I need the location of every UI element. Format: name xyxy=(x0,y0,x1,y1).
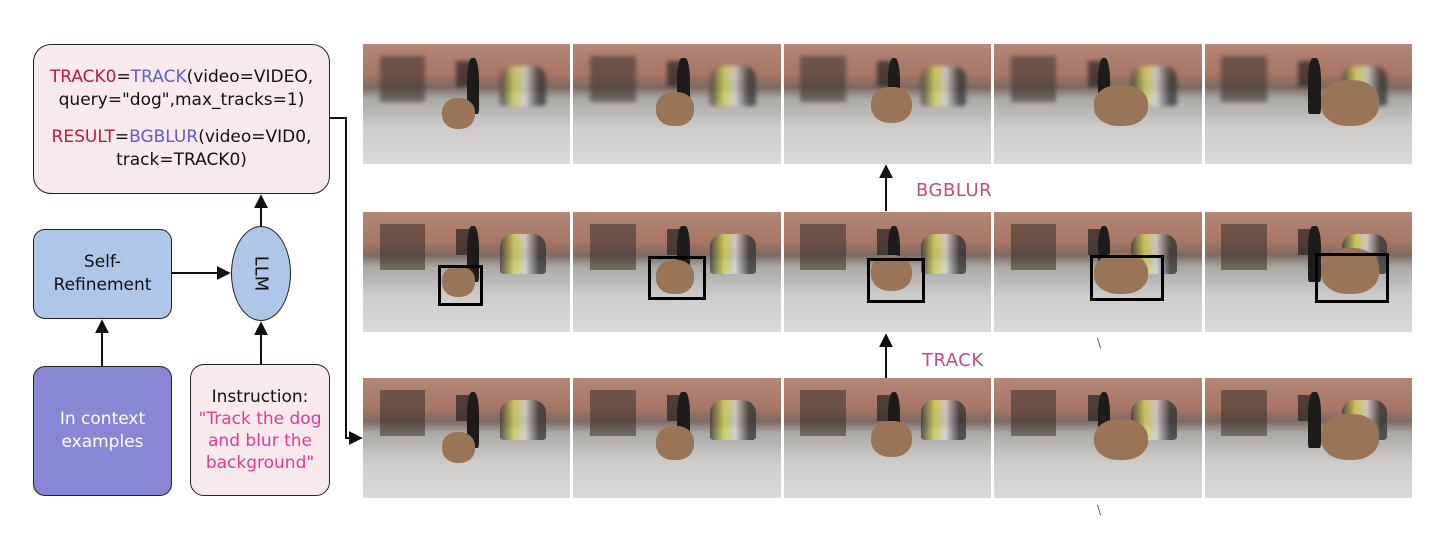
instruction-text-1: "Track the dog xyxy=(198,409,322,429)
dog-bounding-box xyxy=(1089,255,1165,301)
scene-bldg xyxy=(1010,56,1057,102)
video-frame xyxy=(994,212,1202,332)
in-context-label-1: In context xyxy=(59,409,146,429)
dog xyxy=(1093,418,1148,460)
dog-bounding-box xyxy=(437,264,484,306)
dog xyxy=(441,432,475,464)
video-frame xyxy=(1204,378,1413,498)
scene-walker xyxy=(466,58,480,114)
equals-sign: = xyxy=(114,127,130,147)
self-refinement-node: Self- Refinement xyxy=(33,229,172,319)
video-frame xyxy=(363,378,571,498)
dog xyxy=(441,266,475,298)
scene-ppl xyxy=(920,65,967,107)
scene-ppl xyxy=(499,399,546,441)
video-frame xyxy=(363,212,571,332)
scene-bldg xyxy=(589,390,636,436)
dog xyxy=(870,87,913,124)
scene-ppl xyxy=(499,65,546,107)
scene-bldg xyxy=(800,224,847,270)
self-refinement-label-2: Refinement xyxy=(53,275,152,295)
in-context-label-2: examples xyxy=(61,432,144,452)
video-frame xyxy=(783,212,992,332)
dog-bounding-box xyxy=(648,256,707,300)
args-track: (video=VIDEO, xyxy=(186,67,314,87)
in-context-examples-node: In context examples xyxy=(33,366,172,496)
stray-tick-mark: \ xyxy=(1097,336,1102,350)
scene-bldg xyxy=(379,390,426,436)
scene-ppl xyxy=(710,233,756,275)
scene-ppl xyxy=(920,399,967,441)
video-frame xyxy=(994,378,1202,498)
program-line-4: track=TRACK0) xyxy=(116,150,247,170)
video-frame xyxy=(1204,44,1413,164)
scene-bldg xyxy=(589,56,636,102)
var-track0: TRACK0 xyxy=(49,67,117,87)
args-bgblur: (video=VID0, xyxy=(198,127,312,147)
scene-ppl xyxy=(499,233,546,275)
result-video-strip xyxy=(363,44,1413,164)
program-line-3: RESULT=BGBLUR(video=VID0, xyxy=(52,126,312,149)
instruction-text-3: background" xyxy=(205,453,315,473)
program-line-2: query="dog",max_tracks=1) xyxy=(58,90,305,110)
scene-ppl xyxy=(920,233,967,275)
dog xyxy=(1093,84,1148,126)
dog xyxy=(1320,414,1379,460)
video-frame xyxy=(783,378,992,498)
video-frame xyxy=(363,44,571,164)
dog xyxy=(441,98,475,130)
dog xyxy=(656,426,694,460)
scene-ppl xyxy=(710,399,756,441)
scene-bldg xyxy=(1010,224,1057,270)
input-video-strip xyxy=(363,378,1413,498)
program-box: TRACK0=TRACK(video=VIDEO, query="dog",ma… xyxy=(33,44,330,194)
dog xyxy=(870,255,913,292)
llm-node: LLM xyxy=(231,226,291,321)
scene-bldg xyxy=(1221,56,1267,102)
scene-bldg xyxy=(589,224,636,270)
scene-bldg xyxy=(1010,390,1057,436)
bgblur-label: BGBLUR xyxy=(916,180,993,201)
dog xyxy=(1093,252,1148,294)
tracked-video-strip xyxy=(363,212,1413,332)
scene-walker xyxy=(1308,58,1321,114)
equals-sign: = xyxy=(116,67,131,87)
instruction-node: Instruction: "Track the dog and blur the… xyxy=(190,364,330,496)
fn-bgblur: BGBLUR xyxy=(129,127,199,147)
video-frame xyxy=(1204,212,1413,332)
program-line-1: TRACK0=TRACK(video=VIDEO, xyxy=(50,66,313,89)
scene-bldg xyxy=(800,390,847,436)
dog xyxy=(656,92,694,126)
arrow-program-to-video xyxy=(330,117,363,445)
track-label: TRACK xyxy=(922,350,984,371)
dog xyxy=(870,421,913,458)
dog-bounding-box xyxy=(1314,252,1390,304)
scene-ppl xyxy=(710,65,756,107)
dog xyxy=(1320,80,1379,126)
video-frame xyxy=(573,44,781,164)
video-frame xyxy=(573,378,781,498)
video-frame xyxy=(783,44,992,164)
stray-tick-mark: \ xyxy=(1097,503,1102,517)
instruction-title: Instruction: xyxy=(211,387,309,407)
llm-label: LLM xyxy=(250,255,272,292)
dog xyxy=(656,260,694,294)
fn-track: TRACK xyxy=(130,67,187,87)
var-result: RESULT xyxy=(51,127,115,147)
scene-walker xyxy=(1308,392,1321,448)
scene-bldg xyxy=(379,56,426,102)
instruction-text-2: and blur the xyxy=(208,431,312,451)
scene-bldg xyxy=(1221,390,1267,436)
scene-bldg xyxy=(379,224,426,270)
self-refinement-label-1: Self- xyxy=(83,252,122,272)
scene-bldg xyxy=(1221,224,1267,270)
scene-walker xyxy=(466,392,480,448)
video-frame xyxy=(994,44,1202,164)
scene-bldg xyxy=(800,56,847,102)
dog-bounding-box xyxy=(866,257,925,304)
video-frame xyxy=(573,212,781,332)
